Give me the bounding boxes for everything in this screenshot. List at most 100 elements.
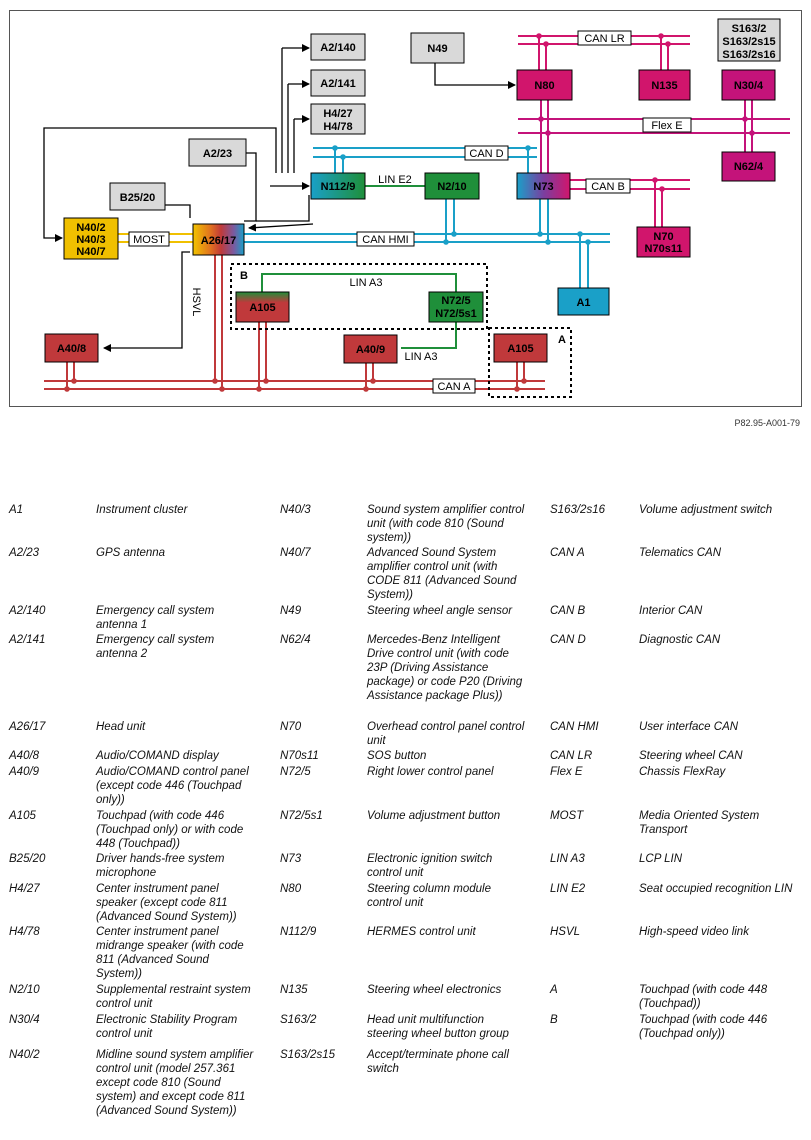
lin-a3-label-bottom: LIN A3 [404,351,437,363]
legend-description: Media Oriented System Transport [639,810,760,836]
legend-code: N70 [280,721,302,733]
most-label: MOST [133,234,165,246]
legend-description: Supplemental restraint system control un… [96,984,251,1010]
node-n135: N135 [651,80,677,92]
legend-code: A26/17 [9,721,46,733]
hsvl-label: HSVL [190,288,202,317]
legend-description: Audio/COMAND display [96,750,219,762]
node-a2-140: A2/140 [320,42,355,54]
legend-code: LIN E2 [550,883,586,895]
diagram-frame [9,10,802,407]
node-s163-2s15: S163/2s15 [722,36,775,48]
legend-description: Mercedes-Benz Intelligent Drive control … [367,634,523,702]
can-hmi-label: CAN HMI [362,234,408,246]
legend-description: Steering wheel angle sensor [367,605,513,617]
lin-lines [261,185,457,349]
legend-description: Emergency call system antenna 1 [96,605,215,631]
node-a40-9: A40/9 [356,344,385,356]
node-n72-5: N72/5 [441,295,470,307]
node-n40-2: N40/2 [76,222,105,234]
legend-description: Volume adjustment switch [639,504,773,516]
node-n70: N70 [653,231,673,243]
legend-code: N135 [280,984,308,996]
legend-code: CAN LR [550,750,593,762]
legend-description: Touchpad (with code 446 (Touchpad only)) [639,1014,768,1040]
lin-e2-label: LIN E2 [378,174,412,186]
legend-code: N72/5 [280,766,311,778]
node-n112-9: N112/9 [321,181,356,193]
legend-code: N62/4 [280,634,311,646]
legend-description: Diagnostic CAN [639,634,721,646]
legend-description: Head unit multifunction steering wheel b… [367,1014,509,1040]
box-a-label: A [558,334,566,346]
node-n30-4: N30/4 [734,80,764,92]
legend-description: Right lower control panel [367,766,494,778]
legend-code: CAN HMI [550,721,599,733]
legend-description: Seat occupied recognition LIN [639,883,793,895]
legend-description: Steering column module control unit [367,883,492,909]
legend-description: High-speed video link [639,926,749,938]
legend-code: N72/5s1 [280,810,323,822]
legend-description: Electronic Stability Program control uni… [96,1014,238,1040]
legend-code: N70s11 [280,750,319,762]
node-a40-8: A40/8 [57,343,86,355]
legend-code: N30/4 [9,1014,40,1026]
legend-description: Instrument cluster [96,504,188,516]
legend-description: Overhead control panel control unit [367,721,525,747]
pink-stubs [538,36,669,227]
red-junctions [64,378,527,392]
node-b25-20: B25/20 [120,192,155,204]
legend-code: S163/2s16 [550,504,605,516]
legend-description: Emergency call system antenna 2 [96,634,215,660]
legend-code: H4/27 [9,883,40,895]
legend-code: N40/2 [9,1049,40,1061]
node-n62-4: N62/4 [734,161,764,173]
legend-code: MOST [550,810,584,822]
legend-description: Center instrument panel speaker (except … [96,883,237,923]
red-stubs [66,255,525,389]
legend-description: Electronic ignition switch control unit [367,853,493,879]
legend-code: B [550,1014,558,1026]
can-b-label: CAN B [591,181,625,193]
node-a1: A1 [576,297,590,309]
flex-e-label: Flex E [651,120,682,132]
legend-code: S163/2s15 [280,1049,335,1061]
legend-description: GPS antenna [96,547,166,559]
node-n72-5s1: N72/5s1 [435,308,477,320]
legend-code: S163/2 [280,1014,317,1026]
node-n49: N49 [427,43,447,55]
flex-stubs [540,100,753,173]
legend-description: Interior CAN [639,605,703,617]
legend-description: Audio/COMAND control panel (except code … [96,766,249,806]
node-n80: N80 [534,80,554,92]
legend-code: N40/3 [280,504,311,516]
legend-description: Center instrument panel midrange speaker… [96,926,244,980]
node-n40-3: N40/3 [76,234,105,246]
network-diagram: CAN LR Flex E CAN D LIN E2 CAN B MOST CA… [43,18,790,398]
option-box-a [488,327,572,398]
legend-code: Flex E [550,766,583,778]
legend-code: A2/140 [9,605,46,617]
lin-a3-label-top: LIN A3 [349,277,382,289]
legend-code: LIN A3 [550,853,585,865]
legend-description: Head unit [96,721,146,733]
legend-code: N2/10 [9,984,40,996]
teal-stubs [334,148,589,288]
node-s163-2s16: S163/2s16 [722,49,775,61]
legend-code: A40/8 [9,750,40,762]
node-n73: N73 [533,181,553,193]
can-a-label: CAN A [437,381,471,393]
legend-code: N73 [280,853,302,865]
legend-code: HSVL [550,926,581,938]
legend-description: Driver hands-free system microphone [96,853,225,879]
legend-description: HERMES control unit [367,926,476,938]
option-box-b [230,263,488,330]
node-h4-27: H4/27 [323,108,352,120]
node-a2-141: A2/141 [320,78,355,90]
legend-code: H4/78 [9,926,40,938]
legend-code: A2/141 [9,634,46,646]
legend-description: Chassis FlexRay [639,766,726,778]
can-lr-label: CAN LR [584,33,624,45]
legend-code: N112/9 [280,926,317,938]
legend-code: A1 [9,504,24,516]
